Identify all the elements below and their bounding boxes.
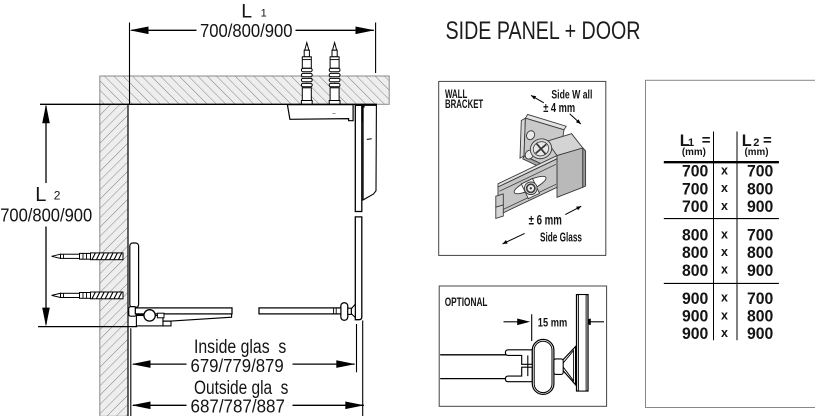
svg-text:800: 800 — [682, 262, 708, 280]
svg-text:L: L — [680, 132, 690, 150]
svg-text:800: 800 — [682, 244, 708, 262]
svg-text:900: 900 — [747, 198, 773, 216]
svg-text:900: 900 — [682, 325, 708, 343]
svg-text:800: 800 — [747, 244, 773, 262]
svg-text:x: x — [721, 326, 728, 340]
svg-text:BRACKET: BRACKET — [445, 98, 483, 111]
svg-text:± 4 mm: ± 4 mm — [543, 101, 575, 115]
svg-text:L: L — [742, 132, 752, 150]
svg-text:900: 900 — [682, 308, 708, 326]
svg-text:700/800/900: 700/800/900 — [200, 21, 293, 41]
svg-text:x: x — [721, 245, 728, 259]
svg-text:x: x — [721, 291, 728, 305]
svg-text:800: 800 — [682, 227, 708, 245]
svg-text:700: 700 — [682, 180, 708, 198]
svg-text:687/787/887: 687/787/887 — [191, 397, 285, 416]
svg-text:WALL: WALL — [445, 88, 467, 101]
svg-text:1: 1 — [688, 137, 694, 149]
svg-text:700: 700 — [747, 290, 773, 308]
svg-text:1: 1 — [261, 8, 267, 20]
svg-text:900: 900 — [747, 325, 773, 343]
svg-text:x: x — [721, 199, 728, 213]
svg-text:679/779/879: 679/779/879 — [191, 356, 284, 376]
svg-text:L: L — [35, 184, 46, 206]
svg-text:2: 2 — [753, 137, 759, 149]
svg-text:Side W all: Side W all — [551, 89, 592, 101]
svg-text:x: x — [721, 227, 728, 241]
svg-text:(mm): (mm) — [682, 146, 706, 158]
svg-text:900: 900 — [747, 262, 773, 280]
svg-text:Side Glass: Side Glass — [540, 231, 582, 245]
svg-text:x: x — [721, 164, 728, 178]
svg-text:=: = — [702, 132, 711, 149]
svg-text:700: 700 — [682, 163, 708, 181]
svg-text:2: 2 — [54, 189, 61, 203]
svg-text:15 mm: 15 mm — [538, 315, 567, 329]
svg-text:700: 700 — [682, 198, 708, 216]
svg-text:(mm): (mm) — [745, 146, 769, 158]
svg-text:700: 700 — [747, 227, 773, 245]
svg-text:700: 700 — [747, 163, 773, 181]
svg-text:700/800/900: 700/800/900 — [0, 206, 92, 226]
svg-text:800: 800 — [747, 180, 773, 198]
svg-text:OPTIONAL: OPTIONAL — [445, 296, 488, 309]
svg-text:=: = — [763, 132, 772, 149]
svg-text:x: x — [721, 263, 728, 277]
svg-text:Inside glas s: Inside glas s — [194, 337, 286, 358]
svg-text:800: 800 — [747, 308, 773, 326]
svg-text:Outside gla s: Outside gla s — [194, 378, 288, 399]
svg-text:x: x — [721, 308, 728, 322]
svg-text:x: x — [721, 181, 728, 195]
svg-text:± 6 mm: ± 6 mm — [529, 213, 562, 228]
svg-text:SIDE PANEL + DOOR: SIDE PANEL + DOOR — [446, 18, 641, 45]
svg-text:L: L — [241, 0, 252, 22]
svg-text:900: 900 — [682, 290, 708, 308]
